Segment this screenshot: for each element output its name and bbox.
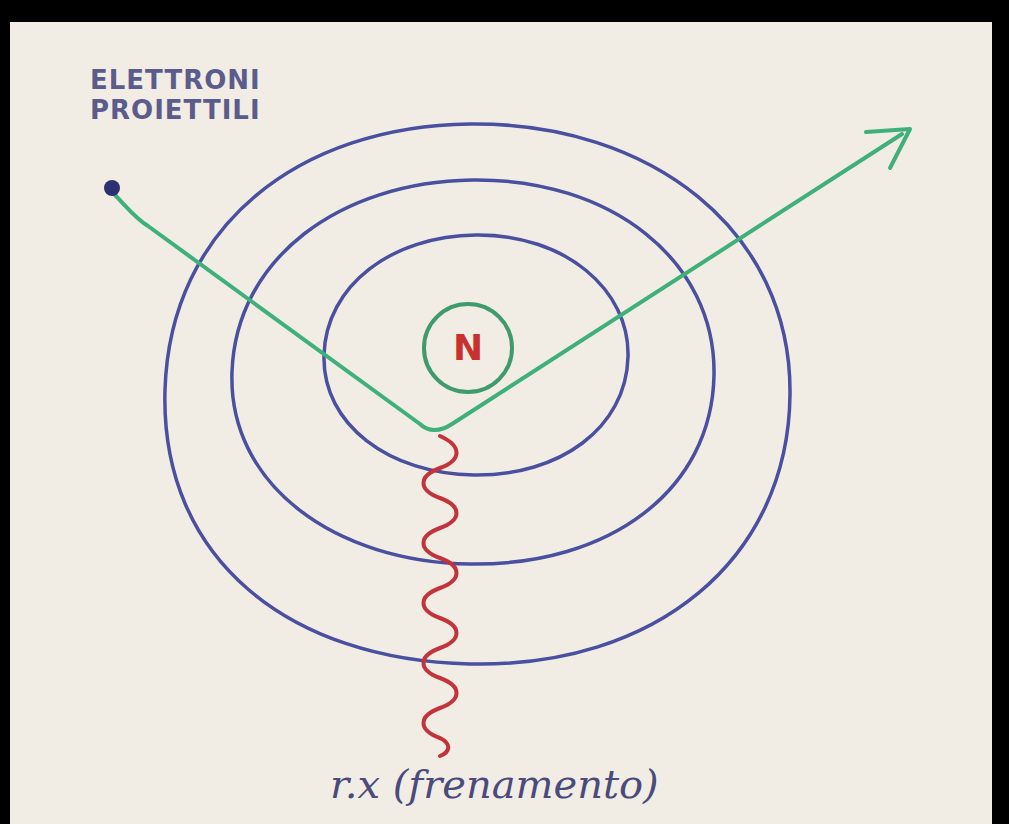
electron-trajectory	[114, 134, 902, 430]
nucleus-circle: N	[422, 302, 514, 394]
nucleus-symbol: N	[453, 330, 483, 366]
x-ray-wave	[424, 436, 457, 756]
electron-dot	[104, 180, 120, 196]
projectile-label: ELETTRONI PROIETTILI	[90, 66, 340, 126]
photo-frame	[0, 0, 10, 824]
electron-shell	[165, 124, 790, 664]
photo-frame	[0, 0, 1009, 22]
arrow-head	[866, 129, 910, 168]
radiation-label: r.x (frenamento)	[330, 762, 659, 806]
electron-shell	[324, 235, 628, 475]
electron-shell	[232, 180, 714, 564]
photo-frame	[992, 0, 1009, 824]
